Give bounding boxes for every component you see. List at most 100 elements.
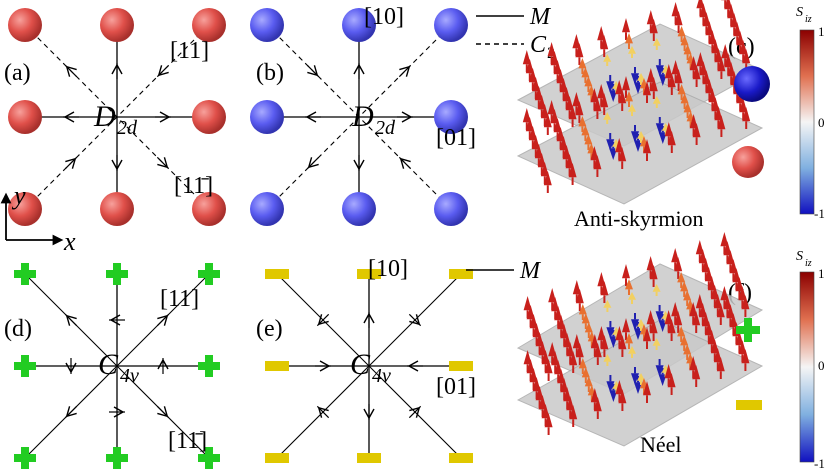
svg-text:C: C <box>530 32 547 58</box>
spin-cone <box>568 105 577 127</box>
spin-cone <box>683 290 692 306</box>
spin-cone <box>692 365 701 387</box>
bond-diagonal-2 <box>24 273 210 459</box>
atom-red <box>192 100 226 134</box>
svg-text:D: D <box>93 100 116 133</box>
spin-cone <box>741 295 750 317</box>
panel-b <box>250 8 468 226</box>
spin-cone <box>603 54 612 66</box>
spin-cone <box>603 354 612 366</box>
spin-cone <box>593 343 602 365</box>
red-atom <box>732 146 764 178</box>
spin-cone <box>628 292 636 304</box>
arrow-field-c <box>522 0 751 193</box>
spin-cone <box>683 102 692 118</box>
spin-cone <box>544 413 553 435</box>
atom-red <box>100 192 134 226</box>
spin-cone <box>625 33 633 49</box>
spin-cone <box>683 44 692 60</box>
atom-green-cross <box>198 355 220 377</box>
bond-arrow-lr <box>156 156 170 170</box>
spin-cone <box>683 344 692 360</box>
spin-cone <box>680 281 689 297</box>
dir-label-10-b: [10] <box>364 4 404 30</box>
spin-cone <box>584 376 593 392</box>
atom-blue <box>434 8 468 42</box>
spin-cone <box>584 322 593 338</box>
dir-label-01-b: [01] <box>436 125 476 151</box>
bond-arrow-bottom <box>109 406 125 418</box>
atom-red <box>192 8 226 42</box>
spin-cone <box>575 343 584 365</box>
spin-cone <box>637 73 645 85</box>
bond-diagonal-2 <box>266 24 452 210</box>
spin-cone <box>652 338 661 350</box>
spin-cone <box>637 131 645 143</box>
panel-a <box>8 8 226 226</box>
bond-diagonal-2 <box>24 24 210 210</box>
panel-label-a: (a) <box>4 60 31 86</box>
spin-cone <box>649 265 658 287</box>
panel-f-3d: Néel <box>516 232 764 457</box>
svg-text:S: S <box>796 249 803 264</box>
spin-cone <box>680 35 689 51</box>
atom-red <box>8 100 42 134</box>
spin-cone <box>575 289 584 311</box>
spin-cone <box>593 155 602 177</box>
spin-cone <box>628 104 636 116</box>
spin-cone <box>578 304 587 320</box>
spin-cone <box>603 300 612 312</box>
cbar-top-tick-mid: 0 <box>818 115 825 130</box>
panel-label-e: (e) <box>256 316 283 342</box>
spin-cone <box>637 373 645 385</box>
atom-red <box>8 192 42 226</box>
spin-cone <box>584 134 593 150</box>
spin-cone <box>643 381 651 403</box>
bond-arrow-right <box>155 111 171 123</box>
group-symbol-e: C 4v <box>350 348 391 387</box>
atom-yellow-bar <box>449 269 473 279</box>
atom-blue <box>342 192 376 226</box>
colorbar-bottom: S iz 1 0 -1 <box>796 249 825 471</box>
spin-cone <box>603 112 612 124</box>
bond-arrow-ur <box>156 313 170 327</box>
atom-yellow-bar <box>449 453 473 463</box>
spin-cone <box>649 319 658 341</box>
bond-arrow-ur <box>156 64 170 78</box>
svg-text:4v: 4v <box>120 365 139 387</box>
arrow-field-f <box>523 232 750 435</box>
atom-green-cross <box>198 263 220 285</box>
cbar-bottom-tick-mid: 0 <box>818 358 825 373</box>
svg-text:4v: 4v <box>372 365 391 387</box>
bond-arrow-bottom <box>353 155 365 171</box>
bond-arrow-ul <box>64 313 78 327</box>
spin-cone <box>717 115 726 137</box>
svg-text:iz: iz <box>805 14 812 25</box>
dir-label-11-a: [11] <box>170 38 209 64</box>
spin-cone <box>578 58 587 74</box>
caption-c: Anti-skyrmion <box>574 206 704 231</box>
cbar-bottom-tick-min: -1 <box>814 456 825 471</box>
atom-blue <box>434 100 468 134</box>
spin-cone <box>637 319 645 331</box>
spin-cone <box>680 335 689 351</box>
spin-cone <box>716 357 725 379</box>
spin-cone <box>584 76 593 92</box>
spin-cone <box>667 319 676 341</box>
spin-cone <box>643 139 651 161</box>
spin-cone <box>717 57 726 79</box>
atom-blue <box>342 8 376 42</box>
spin-cone <box>625 333 633 349</box>
atom-blue <box>250 192 284 226</box>
spin-cone <box>618 147 627 169</box>
atom-red <box>192 192 226 226</box>
panel-c-3d: Anti-skyrmion <box>516 0 770 231</box>
spin-cone <box>575 43 584 65</box>
atom-blue <box>250 8 284 42</box>
legend-c2: C 2 <box>476 32 555 62</box>
bond-arrow-ur <box>398 64 412 78</box>
spin-cone <box>575 101 584 123</box>
bond-arrow-ul <box>64 64 78 78</box>
dir-label-11-d: [11] <box>160 286 199 312</box>
atom-yellow-bar <box>265 361 289 371</box>
